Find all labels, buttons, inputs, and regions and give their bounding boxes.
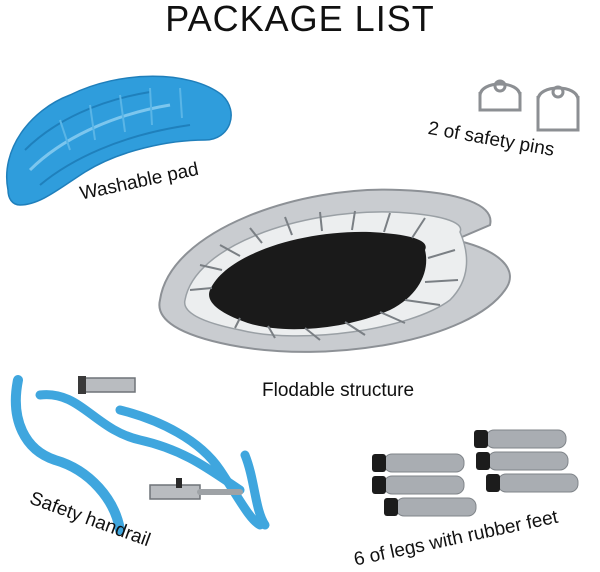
foldable-structure-image bbox=[158, 188, 511, 353]
page-title: PACKAGE LIST bbox=[165, 0, 435, 39]
washable-pad-image bbox=[6, 75, 232, 206]
safety-pins-image bbox=[478, 79, 580, 132]
foldable-structure-label: Flodable structure bbox=[262, 380, 415, 401]
safety-handrail-image bbox=[10, 375, 270, 535]
legs-image bbox=[372, 429, 579, 517]
